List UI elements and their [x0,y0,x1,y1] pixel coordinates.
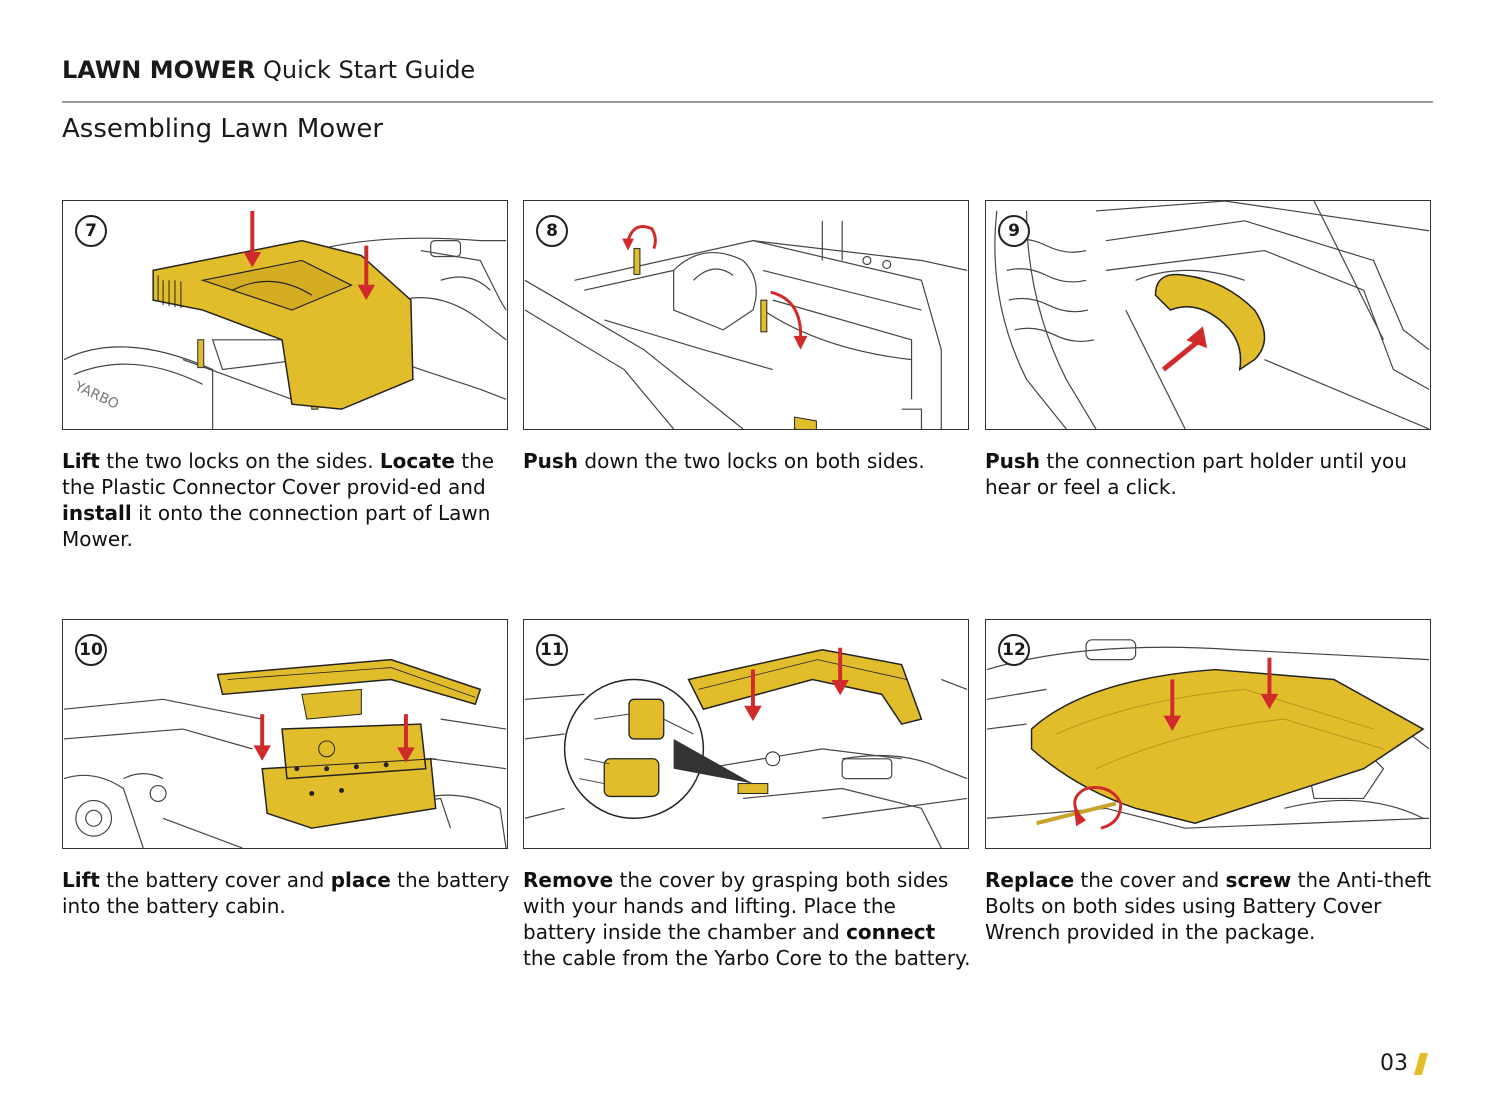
caption-text: it onto the connection part of Lawn Mowe… [62,501,491,551]
caption-text: the cover by grasping both sides with yo… [523,868,949,944]
caption-text: the the Plastic Connector Cover provid-e… [62,449,495,499]
step-number: 11 [536,634,568,666]
push-locks-illustration [524,220,968,429]
caption-bold: install [62,501,132,525]
step-number: 12 [998,634,1030,666]
step-9-caption: Push the connection part holder until yo… [985,448,1435,500]
caption-text: the cover and [1074,868,1226,892]
caption-text: the cable from the Yarbo Core to the bat… [523,946,971,970]
caption-text: down the two locks on both sides. [578,449,925,473]
header-product: LAWN MOWER [62,56,256,84]
cover-screw-illustration [986,639,1430,830]
step-number: 10 [75,634,107,666]
step-number: 9 [998,215,1030,247]
caption-text: the connection part holder until you hea… [985,449,1407,499]
step-number: 7 [75,215,107,247]
step-11-panel: 11 [523,619,969,849]
caption-bold: screw [1225,868,1292,892]
header-divider [62,101,1433,103]
step-8-panel: 8 [523,200,969,430]
page-marker-icon [1414,1053,1428,1075]
caption-bold: Lift [62,868,100,892]
caption-text: the battery cover and [99,868,331,892]
step-7-panel: 7 YARBO [62,200,508,430]
step-9-panel: 9 [985,200,1431,430]
section-title: Assembling Lawn Mower [62,114,384,144]
step-7-caption: Lift the two locks on the sides. Locate … [62,448,512,552]
connection-holder-illustration [994,201,1430,429]
battery-cable-illustration [524,647,968,848]
caption-bold: place [330,868,391,892]
caption-bold: Push [523,449,579,473]
plastic-connector-cover-illustration: YARBO [63,210,507,429]
step-12-panel: 12 [985,619,1431,849]
step-12-caption: Replace the cover and screw the Anti-the… [985,867,1435,945]
header-title: Quick Start Guide [255,56,476,84]
caption-bold: Remove [523,868,614,892]
caption-bold: Lift [62,449,100,473]
caption-bold: Locate [379,449,455,473]
svg-text:YARBO: YARBO [71,378,121,413]
caption-text: the Anti-theft Bolts on both sides using… [985,868,1432,944]
battery-placement-illustration [63,658,507,848]
step-11-caption: Remove the cover by grasping both sides … [523,867,973,971]
caption-bold: connect [846,920,936,944]
caption-bold: Push [985,449,1041,473]
step-number: 8 [536,215,568,247]
caption-bold: Replace [985,868,1075,892]
step-8-caption: Push down the two locks on both sides. [523,448,973,474]
caption-text: the battery into the battery cabin. [62,868,510,918]
step-10-caption: Lift the battery cover and place the bat… [62,867,512,919]
step-10-panel: 10 [62,619,508,849]
document-header: LAWN MOWER Quick Start Guide [62,56,475,84]
page-number: 03 [1380,1051,1408,1076]
caption-text: the two locks on the sides. [99,449,380,473]
